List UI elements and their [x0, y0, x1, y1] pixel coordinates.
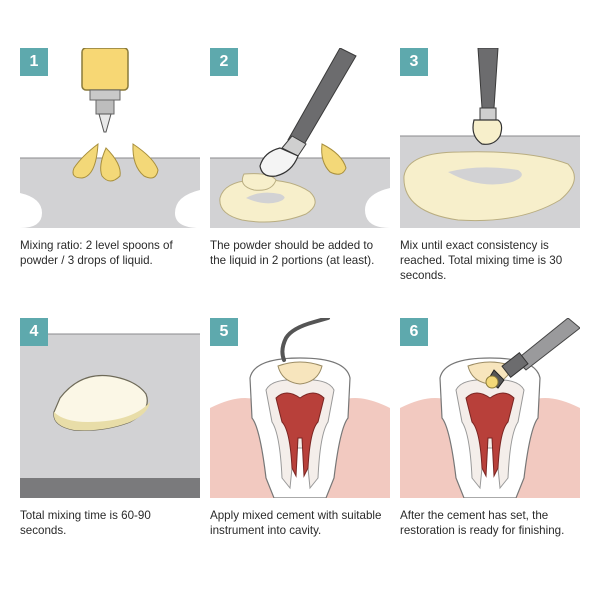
step-caption: Mix until exact consistency is reached. …	[400, 239, 563, 282]
step-caption: Apply mixed cement with suitable instrum…	[210, 509, 382, 537]
step-6-illustration	[400, 318, 580, 498]
spatula-icon	[259, 48, 357, 177]
step-number-badge: 5	[210, 318, 238, 346]
spatula-icon	[472, 48, 503, 145]
step-number-badge: 1	[20, 48, 48, 76]
cement-mixture	[403, 151, 575, 222]
pulp	[275, 392, 325, 478]
step-number-badge: 6	[400, 318, 428, 346]
pulp	[465, 392, 515, 478]
step-number-badge: 4	[20, 318, 48, 346]
step-caption: After the cement has set, the restoratio…	[400, 509, 565, 537]
dental-probe-icon	[280, 318, 330, 362]
step-5-illustration	[210, 318, 390, 498]
tooth	[439, 357, 541, 498]
liquid-drop-icon	[321, 143, 347, 175]
cement-mixture	[53, 374, 151, 431]
step-4-illustration	[20, 318, 200, 498]
step-caption: Total mixing time is 60-90 seconds.	[20, 509, 151, 537]
cement-mixture	[219, 173, 316, 223]
step-number-badge: 2	[210, 48, 238, 76]
step-1-illustration	[20, 48, 200, 228]
step-3-illustration	[400, 48, 580, 228]
tooth	[249, 357, 351, 498]
step-caption: The powder should be added to the liquid…	[210, 239, 375, 267]
step-2-illustration	[210, 48, 390, 228]
dental-handpiece-icon	[485, 318, 580, 389]
liquid-drop-icon	[72, 142, 159, 182]
step-caption: Mixing ratio: 2 level spoons of powder /…	[20, 239, 173, 267]
filled-cavity	[277, 361, 323, 385]
step-number-badge: 3	[400, 48, 428, 76]
dropper-bottle-icon	[81, 48, 129, 133]
